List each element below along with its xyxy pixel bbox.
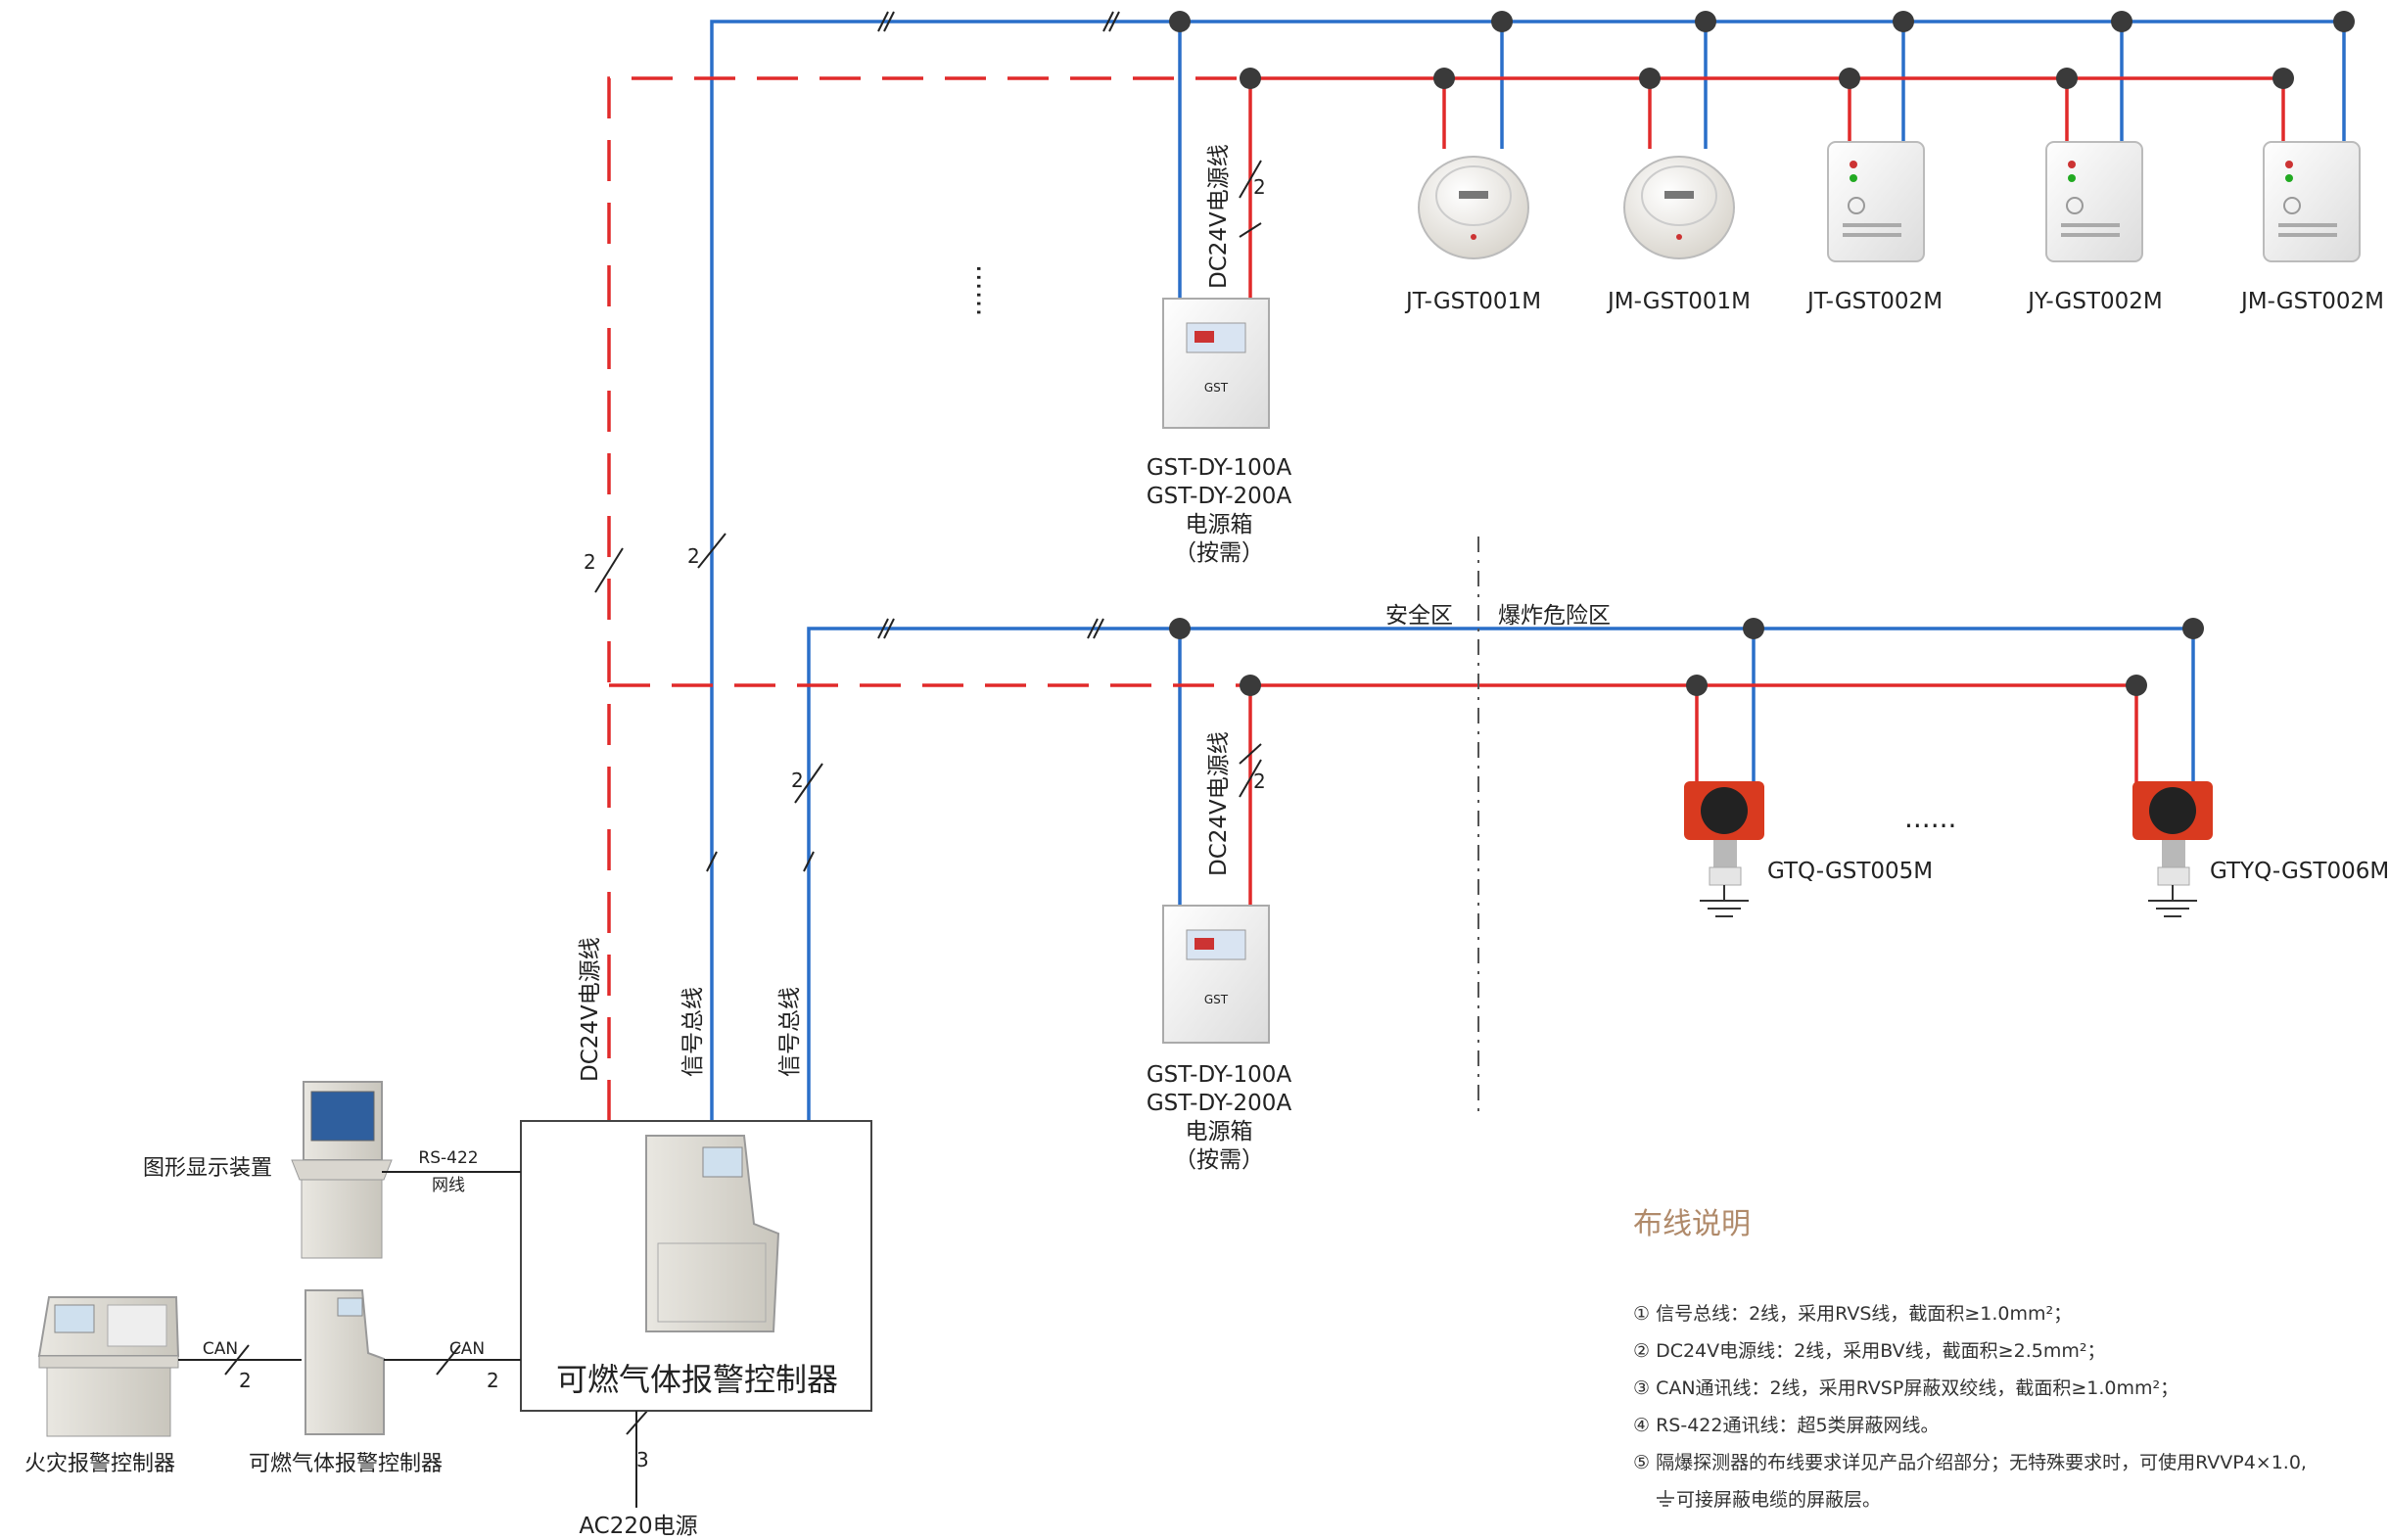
gas-detector-box (2263, 141, 2361, 262)
trunk-signal-label: 信号总线 (680, 987, 706, 1077)
zone-hazard-label: 爆炸危险区 (1498, 603, 1611, 629)
detector-model-label: JT-GST001M (1404, 289, 1541, 314)
main-controller-cabinet (645, 1135, 780, 1332)
ground-symbol (1700, 900, 1749, 917)
wire-count: 2 (791, 769, 804, 792)
can-count: 2 (487, 1369, 499, 1392)
detector-model-label: GTYQ-GST006M (2210, 859, 2389, 884)
svg-text:GST-DY-200A: GST-DY-200A (1147, 1091, 1292, 1116)
smoke-detector-round (1418, 156, 1529, 259)
wire-count: 2 (687, 544, 700, 568)
upper-power-line (607, 76, 2285, 1121)
power-input-label: AC220电源 (579, 1514, 697, 1539)
dc-line-label: DC24V电源线 (1206, 144, 1232, 289)
main-controller-label: 可燃气体报警控制器 (556, 1361, 838, 1398)
gas-controller-small-label: 可燃气体报警控制器 (249, 1452, 443, 1476)
upper-signal-bus (710, 20, 2346, 1121)
dc-line-label: DC24V电源线 (1206, 731, 1232, 876)
junction-nodes (1169, 11, 2355, 696)
wiring-note-continuation: 可接屏蔽电缆的屏蔽层。 (1633, 1481, 2387, 1518)
ground-icon (1657, 1490, 1674, 1507)
gas-controller-small-cabinet (304, 1289, 385, 1435)
rs422-label-2: 网线 (432, 1176, 465, 1195)
lower-signal-bus (807, 627, 2195, 1121)
wiring-note: ⑤ 隔爆探测器的布线要求详见产品介绍部分；无特殊要求时，可使用RVVP4×1.0… (1633, 1452, 2307, 1473)
svg-text:GST: GST (1204, 993, 1229, 1006)
can-label: CAN (449, 1339, 485, 1359)
wiring-notes-title: 布线说明 (1633, 1207, 1751, 1241)
wiring-note: ① 信号总线：2线，采用RVS线，截面积≥1.0mm²； (1633, 1303, 2073, 1325)
ellipsis-vertical: ······ (962, 264, 995, 316)
zone-safe-label: 安全区 (1385, 603, 1453, 629)
explosion-proof-detector (1684, 781, 1764, 901)
wiring-note-continuation-text: 可接屏蔽电缆的屏蔽层。 (1676, 1489, 1882, 1511)
power-input-count: 3 (636, 1448, 649, 1471)
power-box-upper-label: GST-DY-100A GST-DY-200A 电源箱 （按需） (1147, 455, 1292, 566)
svg-text:电源箱: 电源箱 (1186, 512, 1253, 537)
smoke-detector-round (1623, 156, 1735, 259)
ellipsis-horizontal: ······ (1904, 810, 1956, 842)
wiring-note: ② DC24V电源线：2线，采用BV线，截面积≥2.5mm²； (1633, 1340, 2106, 1362)
can-count: 2 (239, 1369, 252, 1392)
detector-model-label: JT-GST002M (1805, 289, 1943, 314)
detector-labels: JT-GST001M JM-GST001M JT-GST002M JY-GST0… (1404, 289, 2384, 314)
trunk-signal-label: 信号总线 (777, 987, 803, 1077)
svg-text:GST-DY-100A: GST-DY-100A (1147, 455, 1292, 481)
svg-text:GST-DY-100A: GST-DY-100A (1147, 1062, 1292, 1088)
wire-count: 2 (1253, 770, 1266, 793)
rs422-label: RS-422 (418, 1148, 478, 1168)
svg-text:GST: GST (1204, 381, 1229, 395)
detector-model-label: JM-GST002M (2239, 289, 2384, 314)
trunk-dc24v-label: DC24V电源线 (578, 937, 603, 1082)
wiring-note: ④ RS-422通讯线：超5类屏蔽网线。 (1633, 1415, 1940, 1436)
gas-detector-box (1827, 141, 1925, 262)
detector-model-label: JM-GST001M (1606, 289, 1751, 314)
svg-text:（按需）: （按需） (1174, 540, 1264, 566)
power-box-lower-label: GST-DY-100A GST-DY-200A 电源箱 （按需） (1147, 1062, 1292, 1173)
wiring-notes: 布线说明 ① 信号总线：2线，采用RVS线，截面积≥1.0mm²； ② DC24… (1633, 1199, 2387, 1518)
fire-controller-cabinet (37, 1296, 180, 1437)
detector-model-label: JY-GST002M (2026, 289, 2162, 314)
wire-ticks (224, 11, 1262, 1435)
svg-text:电源箱: 电源箱 (1186, 1119, 1253, 1144)
graphic-display-label: 图形显示装置 (143, 1156, 272, 1181)
detector-model-label: GTQ-GST005M (1767, 859, 1933, 884)
wiring-note: ③ CAN通讯线：2线，采用RVSP屏蔽双绞线，截面积≥1.0mm²； (1633, 1377, 2179, 1399)
wire-count: 2 (1253, 175, 1266, 199)
can-label: CAN (203, 1339, 238, 1359)
svg-text:GST-DY-200A: GST-DY-200A (1147, 484, 1292, 509)
gas-detector-box (2045, 141, 2143, 262)
ground-symbol (2148, 900, 2197, 917)
graphic-display-cabinet (291, 1081, 393, 1259)
wire-count: 2 (584, 550, 596, 574)
explosion-proof-detector (2132, 781, 2213, 901)
svg-text:（按需）: （按需） (1174, 1147, 1264, 1173)
power-box-lower: GST (1162, 905, 1270, 1044)
power-box-upper: GST (1162, 298, 1270, 429)
fire-controller-label: 火灾报警控制器 (24, 1452, 175, 1476)
